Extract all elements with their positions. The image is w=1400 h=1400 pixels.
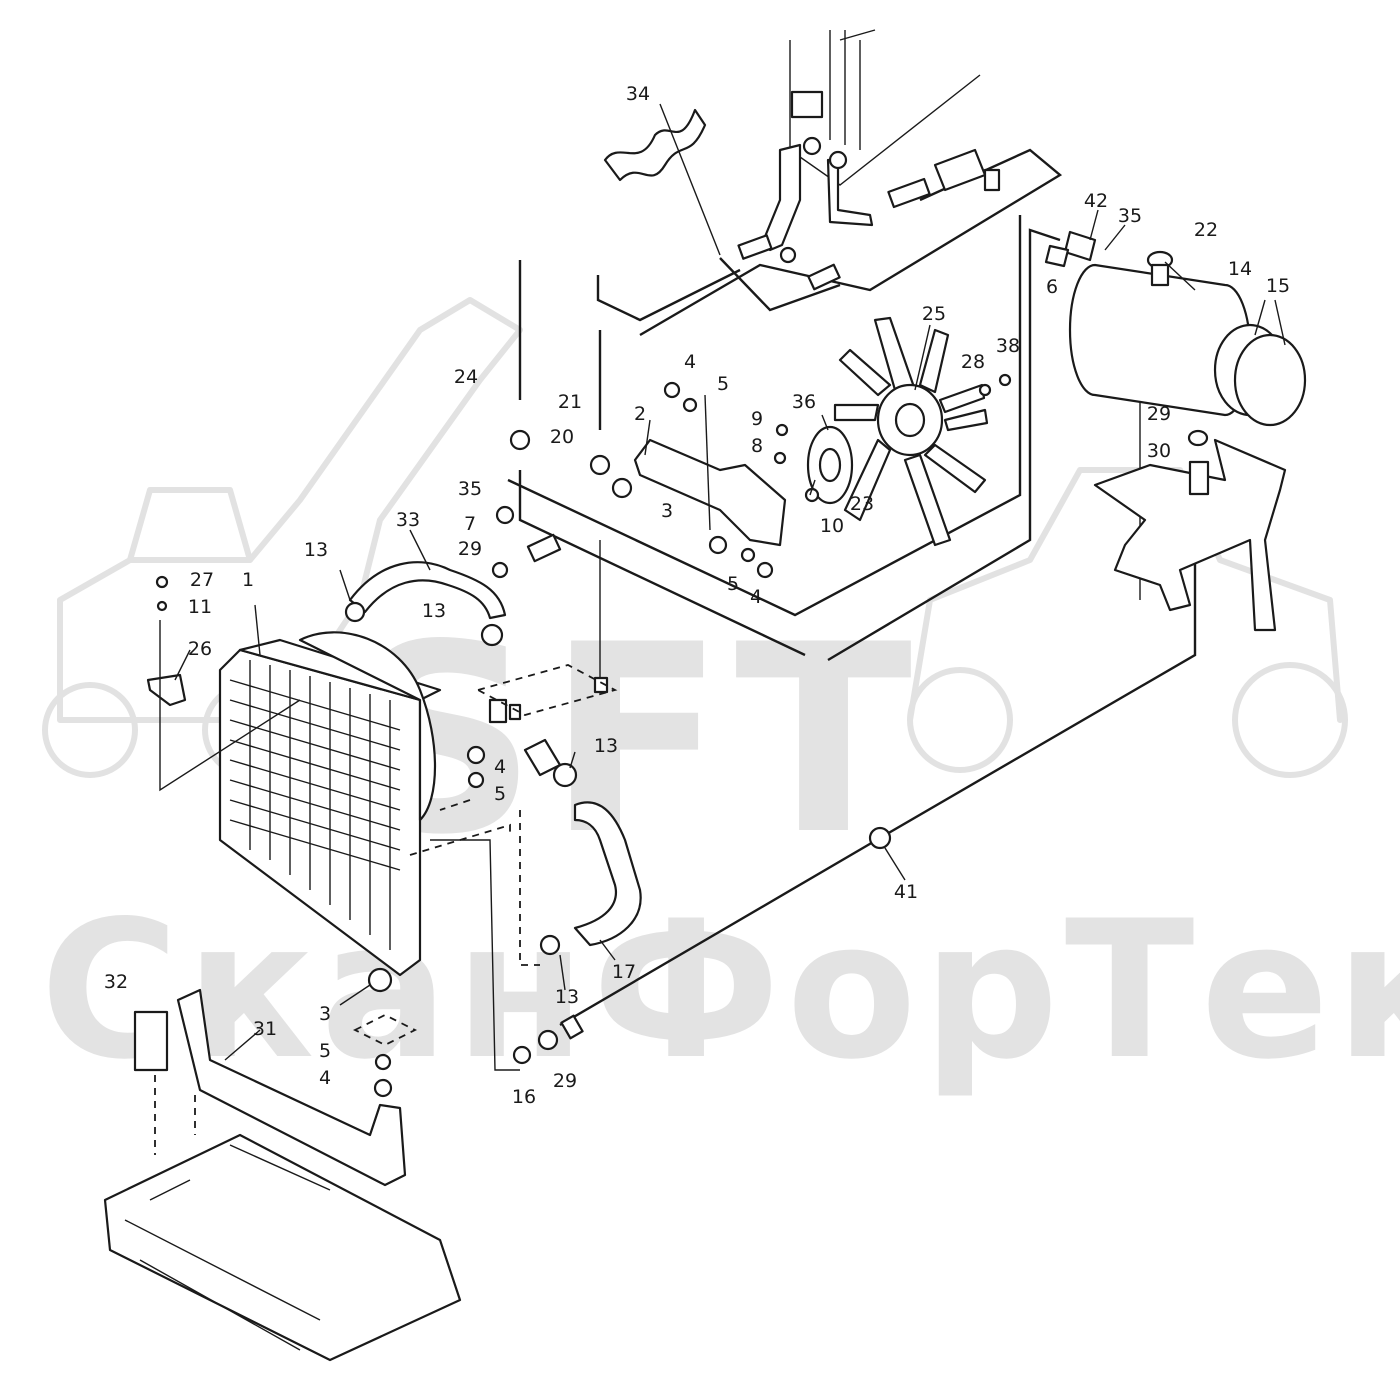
callout-4: 4 (319, 1067, 331, 1089)
callout-13: 13 (304, 539, 328, 561)
callout-22: 22 (1194, 219, 1218, 241)
callout-29: 29 (1147, 403, 1171, 425)
callout-5: 5 (727, 573, 739, 595)
callout-4: 4 (684, 351, 696, 373)
spring-cover-part-34 (603, 108, 707, 182)
watermark-name: СканФорТек (40, 880, 1400, 1101)
callout-31: 31 (253, 1018, 277, 1040)
callout-25: 25 (922, 303, 946, 325)
leader-lines (174, 103, 1286, 1061)
callout-30: 30 (1147, 440, 1171, 462)
engine-block-outline (789, 29, 981, 186)
callout-17: 17 (612, 961, 636, 983)
hose-part-33 (348, 561, 507, 620)
callout-13: 13 (555, 986, 579, 1008)
clamp-part-29a (1187, 429, 1209, 447)
callout-32: 32 (104, 971, 128, 993)
callout-34: 34 (626, 83, 650, 105)
callout-8: 8 (751, 435, 763, 457)
callout-21: 21 (558, 391, 582, 413)
callout-5: 5 (717, 373, 729, 395)
callout-13: 13 (594, 735, 618, 757)
callout-4: 4 (750, 586, 762, 608)
bracket-part-2 (633, 438, 787, 547)
chassis-frame (103, 1133, 462, 1362)
callout-41: 41 (894, 881, 918, 903)
callout-33: 33 (396, 509, 420, 531)
dashed-guides (154, 620, 618, 1155)
fasteners (146, 373, 1012, 1098)
hose-stub (526, 533, 562, 563)
callout-38: 38 (996, 335, 1020, 357)
hose-part-17 (573, 801, 642, 947)
callout-2: 2 (634, 403, 646, 425)
callout-10: 10 (820, 515, 844, 537)
tank-bracket (1093, 438, 1287, 632)
callout-20: 20 (550, 426, 574, 448)
callout-labels: 34 42 35 22 14 15 6 25 28 38 4 5 24 21 2… (104, 83, 1290, 1108)
callout-5: 5 (494, 783, 506, 805)
callout-5: 5 (319, 1040, 331, 1062)
callout-29: 29 (553, 1070, 577, 1092)
watermark-tractor-icon (907, 467, 1348, 778)
callout-35: 35 (1118, 205, 1142, 227)
callout-3: 3 (319, 1003, 331, 1025)
callout-1: 1 (242, 569, 254, 591)
callout-28: 28 (961, 351, 985, 373)
callout-11: 11 (188, 596, 212, 618)
hose-part-30 (1188, 460, 1210, 496)
callout-36: 36 (792, 391, 816, 413)
callout-42: 42 (1084, 190, 1108, 212)
callout-24: 24 (454, 366, 478, 388)
callout-15: 15 (1266, 275, 1290, 297)
callout-26: 26 (188, 638, 212, 660)
callout-13: 13 (422, 600, 446, 622)
callout-3: 3 (661, 500, 673, 522)
callout-9: 9 (751, 408, 763, 430)
support-part-31 (176, 988, 407, 1187)
callout-27: 27 (190, 569, 214, 591)
callout-4: 4 (494, 756, 506, 778)
callout-7: 7 (464, 513, 476, 535)
pad-part-32 (133, 1010, 169, 1072)
fan-part-25 (806, 316, 989, 547)
expansion-tank-part-14 (1044, 230, 1307, 427)
callout-16: 16 (512, 1086, 536, 1108)
watermark-logo: SFT (350, 590, 923, 892)
upper-hose-assembly (737, 136, 1001, 291)
fan-shroud (298, 631, 437, 822)
callout-23: 23 (850, 493, 874, 515)
callout-35: 35 (458, 478, 482, 500)
callout-14: 14 (1228, 258, 1252, 280)
callout-29: 29 (458, 538, 482, 560)
callout-6: 6 (1046, 276, 1058, 298)
